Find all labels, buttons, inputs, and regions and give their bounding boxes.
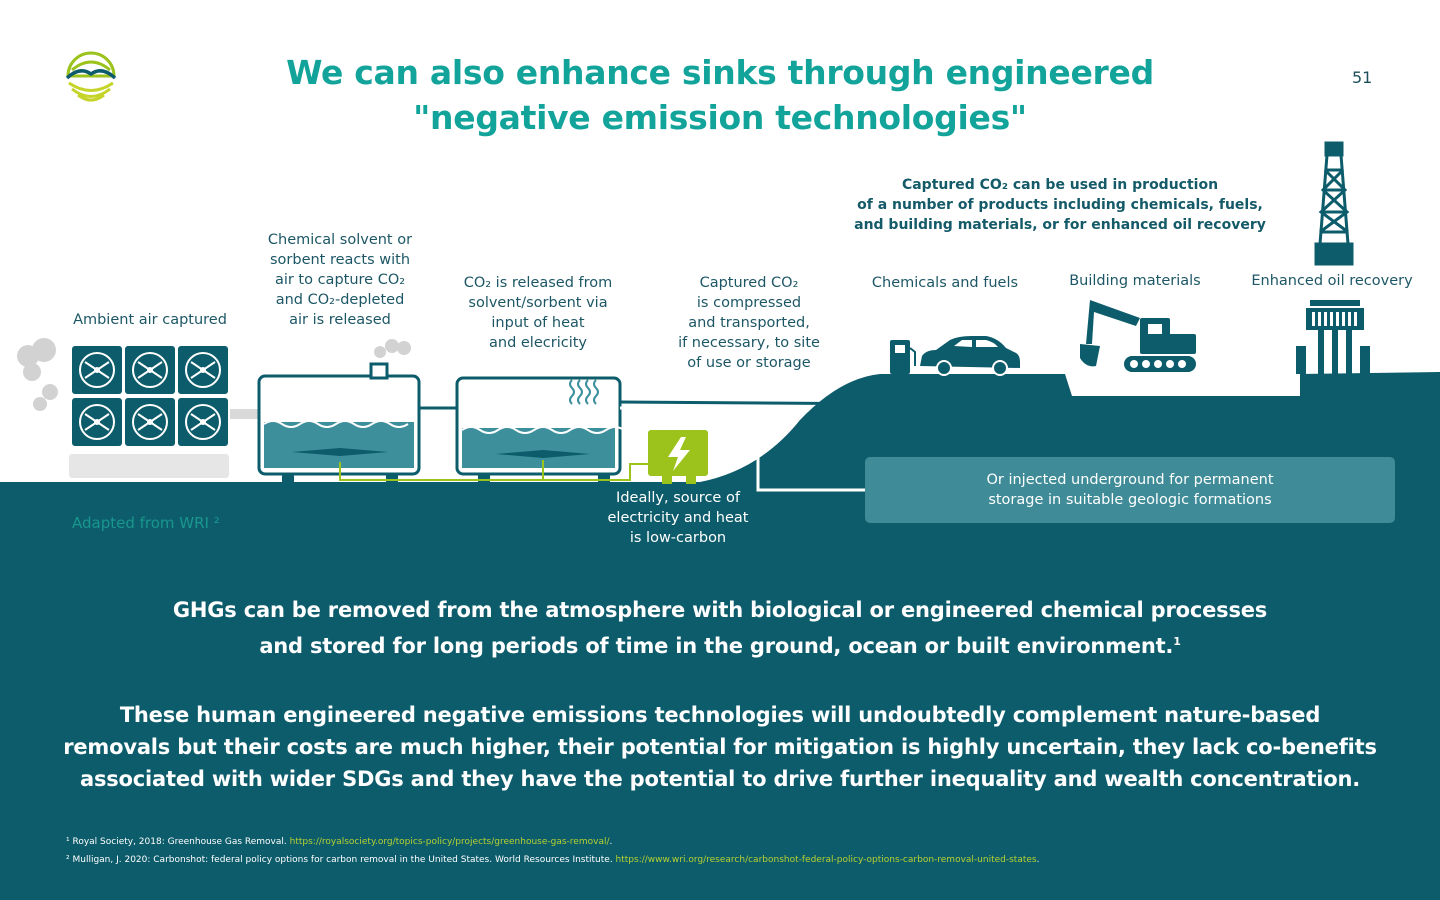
- power-cable: [339, 462, 650, 481]
- label-ambient-air: Ambient air captured: [73, 312, 227, 328]
- fuel-pump-icon: [890, 340, 916, 374]
- label-co2-compressed: Captured CO₂ is compressed and transport…: [678, 275, 820, 371]
- label-captured-co2-uses: Captured CO₂ can be used in production o…: [854, 177, 1266, 233]
- excavator-icon: [1080, 300, 1196, 372]
- label-building-materials: Building materials: [1069, 273, 1201, 289]
- oil-derrick-icon: [1314, 141, 1354, 266]
- summary-paragraph-1: GHGs can be removed from the atmosphere …: [172, 598, 1268, 658]
- lightning-icon: [648, 430, 708, 484]
- underground-storage-box: Or injected underground for permanent st…: [865, 457, 1395, 523]
- label-low-carbon-source: Ideally, source of electricity and heat …: [607, 490, 749, 546]
- label-enhanced-oil: Enhanced oil recovery: [1251, 273, 1413, 289]
- contactor-tank: [257, 362, 421, 484]
- summary-paragraph-2: These human engineered negative emission…: [63, 703, 1377, 791]
- footnote-1: ¹ Royal Society, 2018: Greenhouse Gas Re…: [66, 837, 613, 847]
- footnote-1-link[interactable]: https://royalsociety.org/topics-policy/p…: [289, 837, 610, 847]
- label-chemicals-fuels: Chemicals and fuels: [871, 275, 1019, 291]
- label-solvent-reacts: Chemical solvent or sorbent reacts with …: [267, 232, 413, 328]
- footnote-2: ² Mulligan, J. 2020: Carbonshot: federal…: [66, 855, 1040, 865]
- exhaust-clouds-left: [17, 338, 58, 411]
- co2-pipeline: [619, 400, 906, 406]
- regenerator-tank: [455, 376, 625, 484]
- page-title: We can also enhance sinks through engine…: [286, 53, 1154, 137]
- source-credit: Adapted from WRI ²: [72, 514, 220, 532]
- logo-icon: [65, 51, 117, 102]
- label-co2-released: CO₂ is released from solvent/sorbent via…: [463, 275, 613, 351]
- footnote-2-link[interactable]: https://www.wri.org/research/carbonshot-…: [615, 855, 1037, 865]
- exhaust-clouds-right: [374, 339, 411, 358]
- oil-rig-base-icon: [1296, 300, 1370, 374]
- car-icon: [920, 336, 1020, 376]
- air-capture-fans: [67, 346, 231, 480]
- page-number: 51: [1352, 68, 1373, 87]
